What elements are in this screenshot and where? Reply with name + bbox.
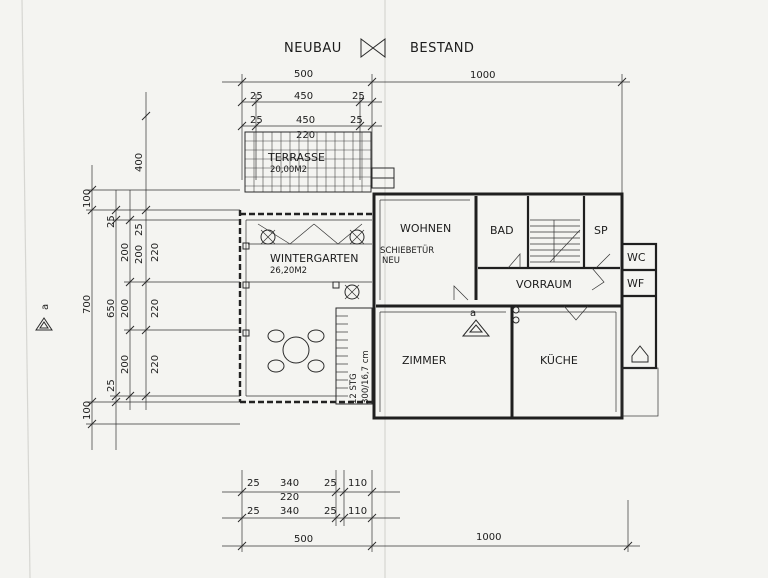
annex-wc-wf xyxy=(620,242,659,417)
room-wf: WF xyxy=(627,277,644,290)
note-neu: NEU xyxy=(382,256,400,266)
dim-top3-220: 220 xyxy=(296,130,315,141)
dim-left-400: 400 xyxy=(134,153,145,172)
dim-left-200-b: 200 xyxy=(120,299,131,318)
fold-line-left xyxy=(21,0,31,578)
dim-left-220-c: 220 xyxy=(150,355,161,374)
room-kueche: KÜCHE xyxy=(540,354,578,367)
note-schiebetuer: SCHIEBETÜR xyxy=(380,245,434,256)
room-wc: WC xyxy=(627,251,646,264)
dim-left-200-c: 200 xyxy=(120,355,131,374)
dim-left-25-top: 25 xyxy=(106,215,117,228)
section-mark-center-icon xyxy=(461,319,491,337)
dim-top3-450: 450 xyxy=(296,115,315,126)
dim-bottom1-220: 220 xyxy=(280,492,299,503)
dim-bottom2-25b: 25 xyxy=(324,506,337,517)
dim-left-220-a: 220 xyxy=(150,243,161,262)
dim-left-200-a: 200 xyxy=(120,243,131,262)
dim-top2-450: 450 xyxy=(294,91,313,102)
header-neubau: NEUBAU xyxy=(284,41,342,56)
dim-top2-25b: 25 xyxy=(352,91,365,102)
kitchen-fixture xyxy=(512,306,520,324)
door-swings xyxy=(453,253,611,321)
plant-icon-1 xyxy=(260,229,276,245)
bottom-dimension-chains xyxy=(222,470,640,552)
room-wohnen: WOHNEN xyxy=(400,222,451,235)
dim-bottom2-110: 110 xyxy=(348,506,367,517)
dim-left-650: 650 xyxy=(106,299,117,318)
dim-left-25-extra: 25 200 xyxy=(134,223,145,264)
wintergarten-label: WINTERGARTEN xyxy=(270,252,358,265)
dim-top3-25a: 25 xyxy=(250,115,263,126)
dim-left-100-top: 100 xyxy=(82,189,93,208)
dim-bottom1-110: 110 xyxy=(348,478,367,489)
dim-top2-25a: 25 xyxy=(250,91,263,102)
stairs-note-rise: 300/16,7 cm xyxy=(361,350,371,404)
top-dimension-chains xyxy=(222,74,630,200)
plant-icon-3 xyxy=(344,284,360,300)
dim-bottom1-25a: 25 xyxy=(247,478,260,489)
terrace-outline xyxy=(244,131,372,193)
svg-text:200: 200 xyxy=(134,245,145,264)
bestand-stairwell xyxy=(530,219,581,263)
dim-bottom2-340: 340 xyxy=(280,506,299,517)
dim-bottom1-25b: 25 xyxy=(324,478,337,489)
dim-top-1000: 1000 xyxy=(470,70,495,81)
terrasse-area: 20,00M2 xyxy=(270,165,307,175)
dim-bottom3-1000: 1000 xyxy=(476,532,501,543)
dim-left-220-b: 220 xyxy=(150,299,161,318)
room-zimmer: ZIMMER xyxy=(402,354,447,367)
stairs-note-steps: 12 STG xyxy=(349,373,359,404)
dim-bottom3-500: 500 xyxy=(294,534,313,545)
section-mark-center-letter: a xyxy=(470,308,476,319)
wintergarten-stairs xyxy=(335,307,373,405)
dim-left-100-bottom: 100 xyxy=(82,401,93,420)
room-vorraum: VORRAUM xyxy=(516,278,572,291)
room-bad: BAD xyxy=(490,224,514,237)
dim-top3-25b: 25 xyxy=(350,115,363,126)
wintergarten-area: 26,20M2 xyxy=(270,266,307,276)
terrasse-label: TERRASSE xyxy=(267,151,325,164)
dim-bottom1-340: 340 xyxy=(280,478,299,489)
dim-bottom2-25a: 25 xyxy=(247,506,260,517)
dim-left-25-bottom: 25 xyxy=(106,379,117,392)
room-sp: SP xyxy=(594,224,608,237)
bowtie-symbol xyxy=(360,38,386,58)
dim-left-700: 700 xyxy=(82,295,93,314)
left-dimension-chains xyxy=(86,92,240,450)
wintergarten-walls xyxy=(238,210,372,404)
dining-table-icon xyxy=(267,329,325,373)
header-bestand: BESTAND xyxy=(410,41,474,56)
terrace-step xyxy=(371,167,395,189)
svg-text:25: 25 xyxy=(134,223,145,236)
section-mark-left-letter: a xyxy=(40,304,51,310)
wintergarten-roof-lines xyxy=(257,223,363,245)
plant-icon-2 xyxy=(349,229,365,245)
dim-top-500: 500 xyxy=(294,69,313,80)
